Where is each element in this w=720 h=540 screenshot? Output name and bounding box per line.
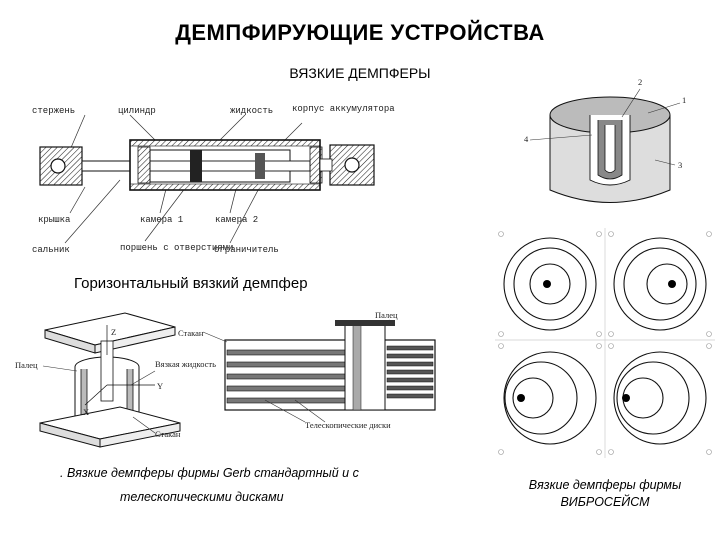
label-pin-left: Палец (15, 360, 38, 370)
label-seal: сальник (32, 245, 70, 255)
label-chamber1: камера 1 (140, 215, 183, 225)
axis-z-label: Z (111, 327, 116, 337)
vibro-caption-line1: Вязкие демпферы фирмы (528, 478, 682, 492)
axis-y-label: Y (157, 381, 163, 391)
vibro-number-3: 3 (678, 160, 682, 170)
gerb-standard-diagram: Z Y X Палец Вязкая жидкость Стакан (15, 312, 216, 448)
label-limiter: ограничитель (214, 245, 279, 255)
slide-subtitle: ВЯЗКИЕ ДЕМПФЕРЫ (289, 65, 431, 81)
label-cover: крышка (38, 215, 71, 225)
gerb-caption-line2: телескопическими дисками (120, 490, 284, 504)
label-cylinder: цилиндр (118, 106, 156, 116)
horizontal-damper-diagram: стержень цилиндр жидкость корпус аккумул… (32, 104, 395, 255)
vibro-caption-line2: ВИБРОСЕЙСМ (560, 495, 650, 509)
label-pin-right: Палец (375, 310, 398, 320)
label-cup-left: Стакан (155, 429, 181, 439)
label-chamber2: камера 2 (215, 215, 258, 225)
vibro-number-1: 1 (682, 95, 686, 105)
vibroseism-cutaway-diagram: 1 2 3 4 (524, 77, 686, 203)
label-cup-right: Стакан (178, 328, 204, 338)
slide-title: ДЕМПФИРУЮЩИЕ УСТРОЙСТВА (175, 20, 545, 45)
label-fluid: жидкость (230, 106, 273, 116)
vibroseism-plan-diagram (495, 228, 715, 458)
axis-x-label: X (83, 407, 89, 417)
vibro-number-4: 4 (524, 134, 529, 144)
label-telescopic: Телескопические диски (305, 420, 391, 430)
label-viscous-fluid: Вязкая жидкость (155, 359, 216, 369)
gerb-telescopic-diagram: Стакан Палец Телескопические диски (178, 310, 436, 430)
label-piston: поршень с отверстиями (120, 243, 233, 253)
gerb-caption-line1: . Вязкие демпферы фирмы Gerb стандартный… (60, 466, 359, 480)
horizontal-damper-caption: Горизонтальный вязкий демпфер (74, 275, 308, 292)
label-accumulator: корпус аккумулятора (292, 104, 395, 114)
label-rod: стержень (32, 106, 75, 116)
vibro-number-2: 2 (638, 77, 642, 87)
